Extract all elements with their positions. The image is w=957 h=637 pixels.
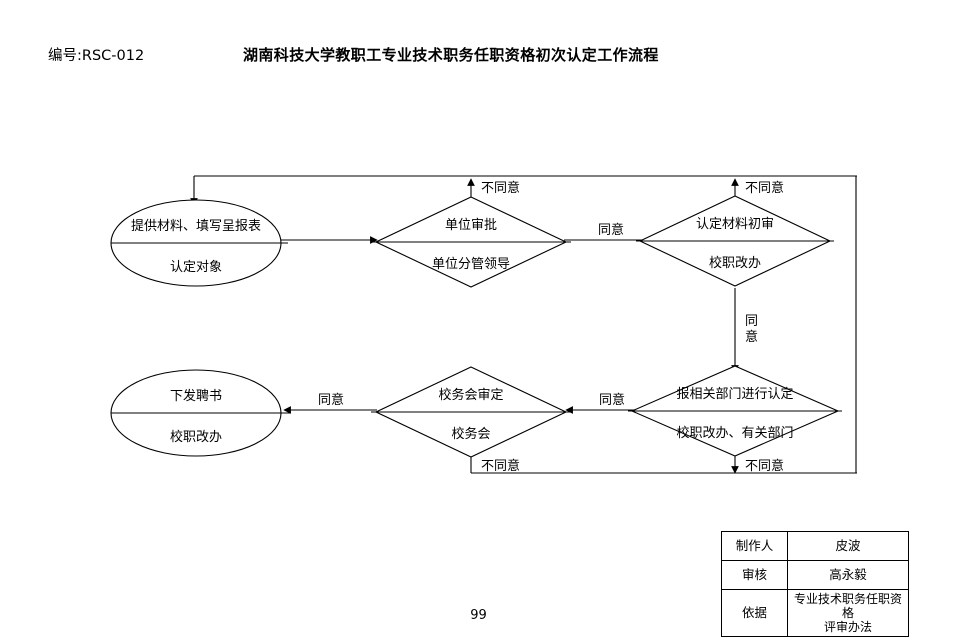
document-title: 湖南科技大学教职工专业技术职务任职资格初次认定工作流程 xyxy=(243,46,659,64)
page-number: 99 xyxy=(470,608,487,623)
edge-label-unit-approval-disagree: 不同意 xyxy=(481,180,520,196)
info-table-key-reviewer: 审核 xyxy=(721,560,788,590)
node-start-action: 提供材料、填写呈报表 xyxy=(131,218,261,234)
edge-label-material-review-disagree: 不同意 xyxy=(745,180,784,196)
info-table-value-basis-line2: 评审办法 xyxy=(823,620,872,634)
node-report-departments-owner: 校职改办、有关部门 xyxy=(676,425,793,441)
edge-label-agree-to-departments-line2: 意 xyxy=(745,329,758,345)
node-material-review-owner: 校职改办 xyxy=(709,255,761,271)
node-unit-approval-action: 单位审批 xyxy=(445,218,497,233)
info-table-value-author: 皮波 xyxy=(787,531,909,561)
document-code: 编号:RSC-012 xyxy=(48,48,145,64)
edge-label-agree-to-school-meeting: 同意 xyxy=(599,392,625,408)
node-unit-approval[interactable]: 单位审批 单位分管领导 xyxy=(371,196,571,288)
node-start-owner: 认定对象 xyxy=(170,260,222,275)
edge-label-agree-to-material-review: 同意 xyxy=(598,222,624,238)
info-table-key-author: 制作人 xyxy=(721,531,788,561)
node-issue-letter[interactable]: 下发聘书 校职改办 xyxy=(110,369,290,457)
node-material-review-action: 认定材料初审 xyxy=(696,217,774,232)
node-report-departments-action: 报相关部门进行认定 xyxy=(676,387,793,402)
node-issue-letter-owner: 校职改办 xyxy=(170,429,222,445)
node-unit-approval-owner: 单位分管领导 xyxy=(432,257,510,272)
node-school-meeting[interactable]: 校务会审定 校务会 xyxy=(371,366,571,458)
info-table: 制作人 皮波 审核 高永毅 依据 专业技术职务任职资格 评审办法 xyxy=(721,531,909,637)
node-school-meeting-action: 校务会审定 xyxy=(438,387,503,403)
info-table-value-reviewer: 高永毅 xyxy=(787,560,909,590)
info-table-value-basis-line1: 专业技术职务任职资格 xyxy=(793,592,902,620)
node-issue-letter-action: 下发聘书 xyxy=(170,388,222,404)
edge-label-departments-disagree: 不同意 xyxy=(745,458,784,474)
node-report-departments[interactable]: 报相关部门进行认定 校职改办、有关部门 xyxy=(628,365,842,457)
edge-label-agree-to-departments-line1: 同 xyxy=(745,314,758,329)
table-row: 依据 专业技术职务任职资格 评审办法 xyxy=(721,589,909,637)
info-table-value-basis: 专业技术职务任职资格 评审办法 xyxy=(787,589,909,637)
table-row: 审核 高永毅 xyxy=(721,560,909,590)
edge-label-agree-to-issue-letter: 同意 xyxy=(318,392,344,408)
table-row: 制作人 皮波 xyxy=(721,531,909,561)
node-material-review[interactable]: 认定材料初审 校职改办 xyxy=(636,195,834,287)
node-start[interactable]: 提供材料、填写呈报表 认定对象 xyxy=(110,199,288,287)
node-school-meeting-owner: 校务会 xyxy=(451,426,490,442)
edge-label-school-meeting-disagree: 不同意 xyxy=(481,458,520,474)
